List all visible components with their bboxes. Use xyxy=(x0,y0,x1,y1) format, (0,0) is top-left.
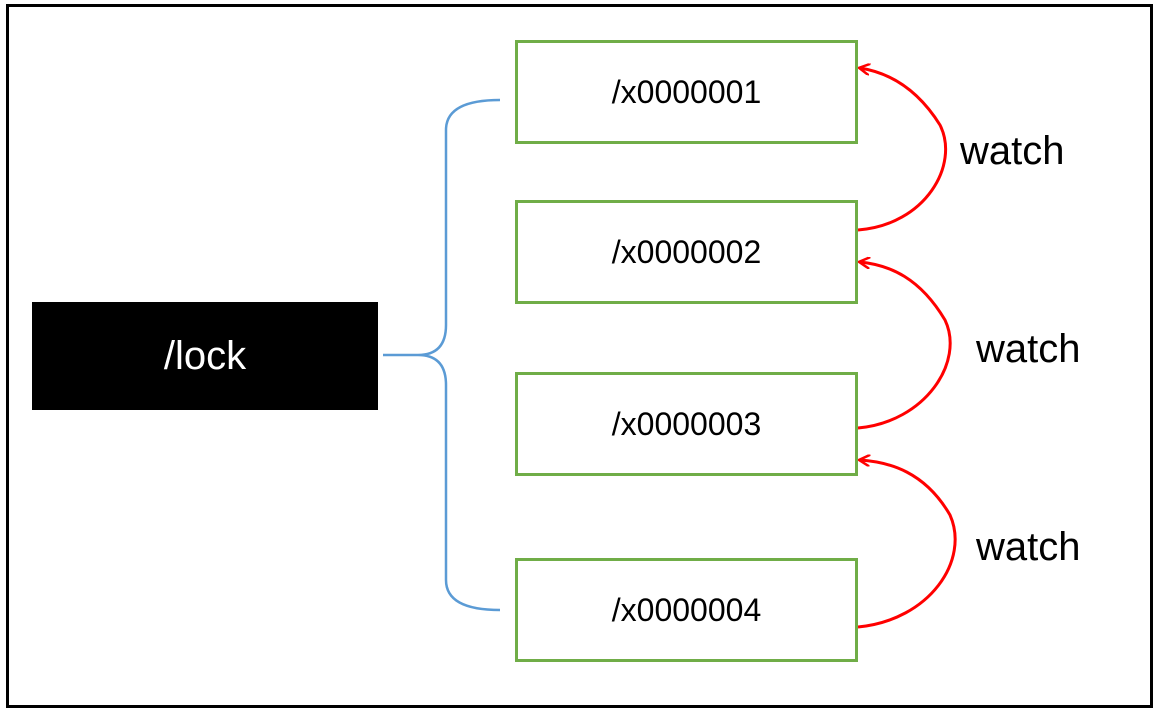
watch-label-3: watch xyxy=(976,525,1081,569)
root-node-lock: /lock xyxy=(32,302,378,410)
child-node-1: /x0000001 xyxy=(515,40,858,144)
watch-arrow-3-to-2 xyxy=(858,262,952,430)
watch-label-2: watch xyxy=(976,327,1081,371)
watch-arrow-4-to-3 xyxy=(858,460,957,629)
group-bracket xyxy=(383,98,501,612)
watch-label-1: watch xyxy=(960,129,1065,173)
child-node-2: /x0000002 xyxy=(515,200,858,304)
child-node-4: /x0000004 xyxy=(515,558,858,662)
watch-arrow-2-to-1 xyxy=(858,68,948,232)
child-node-3: /x0000003 xyxy=(515,372,858,476)
